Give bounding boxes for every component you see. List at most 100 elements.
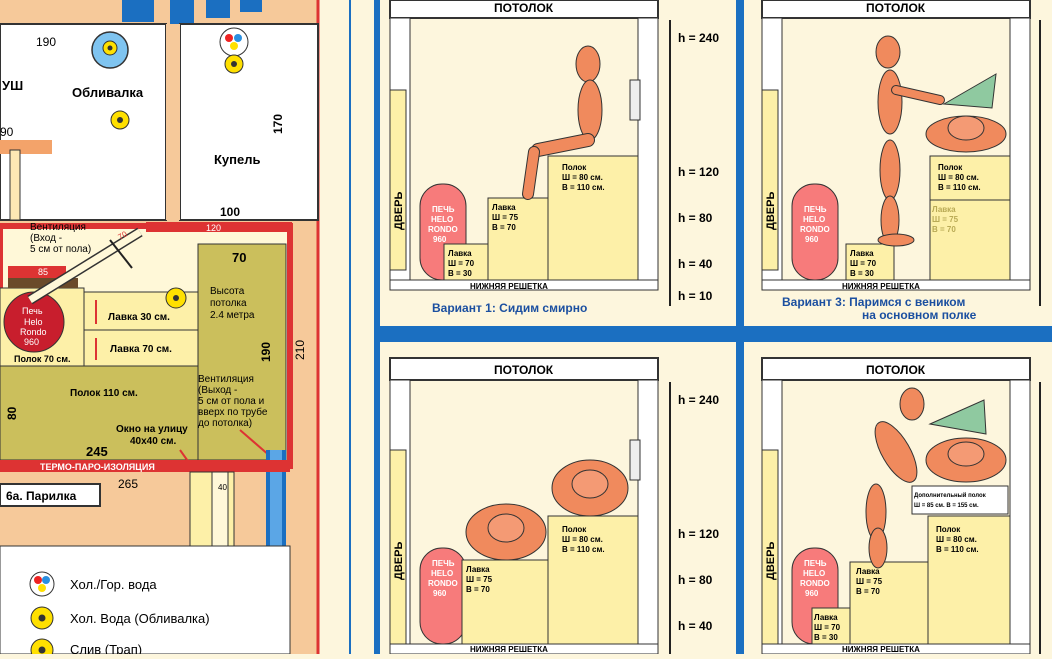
bench-mid-3 (929, 199, 1011, 281)
ceiling-band-1 (389, 0, 659, 19)
shower-door (9, 149, 21, 221)
bench-low3-l1: Лавка (850, 249, 874, 258)
vent-out-line-4: вверх по трубе (198, 406, 268, 418)
dim-190-right: 190 (259, 342, 273, 362)
vent-in-line-2: (Вход - (30, 233, 62, 244)
bench-mid1-l3: В = 70 (492, 223, 516, 232)
bench-mid3-l3: В = 70 (932, 225, 956, 234)
figure-arm-3b (892, 86, 944, 104)
heights-1: h = 240 h = 120 h = 80 h = 40 h = 10 (669, 20, 719, 306)
ceiling-label-1: ПОТОЛОК (494, 1, 554, 15)
figure-head-3 (875, 35, 901, 69)
vent-out-line-2: (Выход - (198, 385, 237, 396)
figure-head-4 (899, 387, 925, 421)
grate-3 (761, 279, 1031, 291)
bench-low-4 (811, 607, 855, 645)
vent-out-line-1: Вентиляция (198, 374, 254, 385)
extra-polok-l1: Дополнительный полок (914, 492, 986, 499)
kupel-label: Купель (214, 152, 261, 167)
bench-mid1-l1: Лавка (492, 203, 516, 212)
legend-drain-label: Слив (Трап) (70, 642, 142, 654)
bench-mid4-l3: В = 70 (856, 587, 880, 596)
polok1-l2: Ш = 80 см. (562, 173, 603, 182)
bench-mid4-l2: Ш = 75 (856, 577, 883, 586)
stove-3 (791, 183, 839, 281)
room-label-box (0, 483, 101, 507)
kupel-drain-center (231, 61, 237, 67)
stove4-l4: 960 (805, 589, 819, 598)
bench-low3-l3: В = 30 (850, 269, 874, 278)
section-panel-4: ПОТОЛОК ДВЕРЬ НИЖНЯЯ РЕШЕТКА ПЕЧЬ HELO R… (761, 357, 1041, 655)
bench-mid-2 (461, 559, 549, 645)
vent-in-pipe-inner (28, 229, 142, 303)
extra-polok-l2: Ш = 85 см. В = 155 см. (914, 503, 979, 509)
figure-lying-4-head (947, 441, 985, 467)
caption-variant-3-l2: на основном полке (862, 308, 977, 322)
room-label: 6а. Парилка (6, 489, 77, 503)
insulation-bar (0, 460, 290, 472)
bench-mid3-l2: Ш = 75 (932, 215, 959, 224)
polok3-l3: В = 110 см. (938, 183, 981, 192)
figure-torso-1 (577, 79, 603, 141)
polok-110-label: Полок 110 см. (70, 388, 138, 399)
legend-mixed-water-label: Хол./Гор. вода (70, 577, 157, 592)
bench-mid3-l1: Лавка (932, 205, 956, 214)
stove4-l2: HELO (803, 569, 825, 578)
wall-right-3 (1009, 17, 1031, 281)
wall-right-4 (1009, 379, 1031, 655)
stove1-l4: 960 (433, 235, 447, 244)
dim-245: 245 (86, 444, 108, 459)
dim-100: 100 (220, 205, 240, 219)
vent-in-line-1: Вентиляция (30, 222, 86, 233)
shower-label: УШ (2, 78, 23, 93)
legend-yellow-dot (38, 584, 46, 592)
h80-1: h = 80 (678, 211, 713, 225)
polok1-l3: В = 110 см. (562, 183, 605, 192)
heights-2: h = 240 h = 120 h = 80 h = 40 (669, 382, 719, 654)
stove-line-4: 960 (24, 337, 39, 347)
bench-30-label: Лавка 30 см. (108, 312, 170, 323)
ceiling-line-3: 2.4 метра (210, 310, 255, 321)
section-panel-2: ПОТОЛОК ДВЕРЬ НИЖНЯЯ РЕШЕТКА ПЕЧЬ HELO R… (389, 357, 719, 655)
dim-265: 265 (118, 477, 138, 491)
bench-mid2-l2: Ш = 75 (466, 575, 493, 584)
vent-out-line-5: до потолка) (198, 418, 252, 429)
stove3-l4: 960 (805, 235, 819, 244)
yellow-dot (230, 42, 238, 50)
bench-low-3 (845, 243, 895, 281)
dim-85: 85 (38, 267, 48, 277)
stove3-l2: HELO (803, 215, 825, 224)
polok2-l1: Полок (562, 525, 587, 534)
figure-thigh-1b (532, 134, 594, 156)
vent-out-arrow (239, 429, 271, 457)
ceiling-band-3 (761, 0, 1031, 19)
polok2-l2: Ш = 80 см. (562, 535, 603, 544)
room-shower (0, 23, 167, 221)
caption-variant-1: Вариант 1: Сидим смирно (432, 301, 587, 315)
stove1-l2: HELO (431, 215, 453, 224)
stove-shelf (8, 278, 78, 288)
water-tap-center (107, 45, 113, 51)
hot-dot (225, 34, 233, 42)
figure-head-1 (575, 45, 601, 83)
bench-mid4-l1: Лавка (856, 567, 880, 576)
stove3-l3: RONDO (800, 225, 830, 234)
h40-2: h = 40 (678, 619, 713, 633)
figure-shin-1b (523, 147, 539, 199)
bench-70-label: Лавка 70 см. (110, 344, 172, 355)
polok2-l3: В = 110 см. (562, 545, 605, 554)
ceiling-line-1: Высота (210, 286, 245, 297)
shower-wall (0, 140, 52, 154)
bench-mid1-l2: Ш = 75 (492, 213, 519, 222)
extra-polok-4 (911, 485, 1009, 515)
dim-120: 120 (206, 223, 221, 233)
stove-base (8, 266, 66, 278)
grate-label-1: НИЖНЯЯ РЕШЕТКА (470, 282, 548, 291)
legend-panel (0, 545, 291, 655)
stove2-l3: RONDO (428, 579, 458, 588)
figure-leg-upper-3 (879, 139, 901, 201)
stove3-l1: ПЕЧЬ (804, 205, 827, 214)
polok-110 (0, 365, 199, 461)
figure-foot-3 (877, 233, 915, 247)
